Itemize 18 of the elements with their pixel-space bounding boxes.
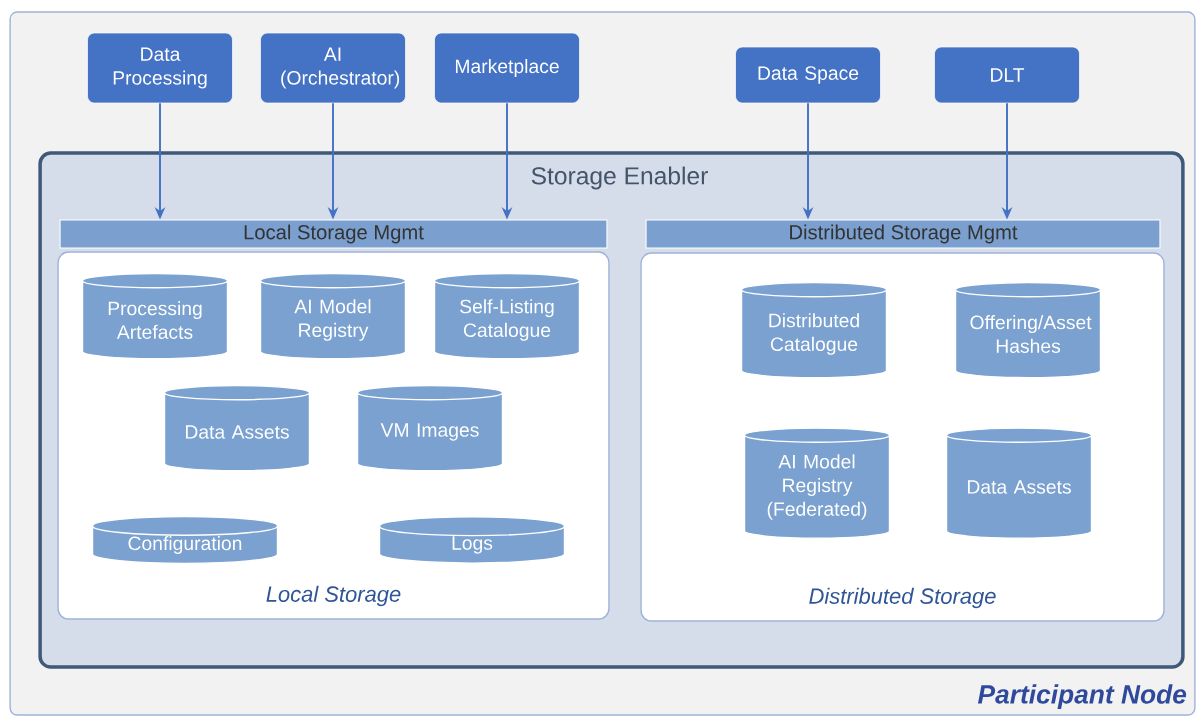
database-cylinder: Logs: [378, 516, 566, 564]
database-cylinder: Distributed Catalogue: [740, 281, 888, 379]
database-cylinder: Self-Listing Catalogue: [433, 272, 581, 360]
database-cylinder: AI Model Registry (Federated): [743, 427, 891, 539]
management-band: Local Storage Mgmt: [59, 219, 608, 249]
component-box: DLT: [934, 46, 1080, 104]
database-cylinder: Processing Artefacts: [81, 272, 229, 360]
database-cylinder: Data Assets: [163, 384, 311, 472]
database-cylinder: Data Assets: [945, 427, 1093, 539]
component-box: Data Space: [735, 46, 881, 104]
database-cylinder: Configuration: [91, 515, 279, 565]
component-box: Marketplace: [434, 32, 580, 104]
component-box: AI (Orchestrator): [260, 32, 406, 104]
database-cylinder: VM Images: [356, 384, 504, 472]
component-box: Data Processing: [87, 32, 233, 104]
management-band: Distributed Storage Mgmt: [645, 219, 1161, 249]
database-cylinder: Offering/Asset Hashes: [954, 281, 1102, 379]
database-cylinder: AI Model Registry: [259, 272, 407, 360]
